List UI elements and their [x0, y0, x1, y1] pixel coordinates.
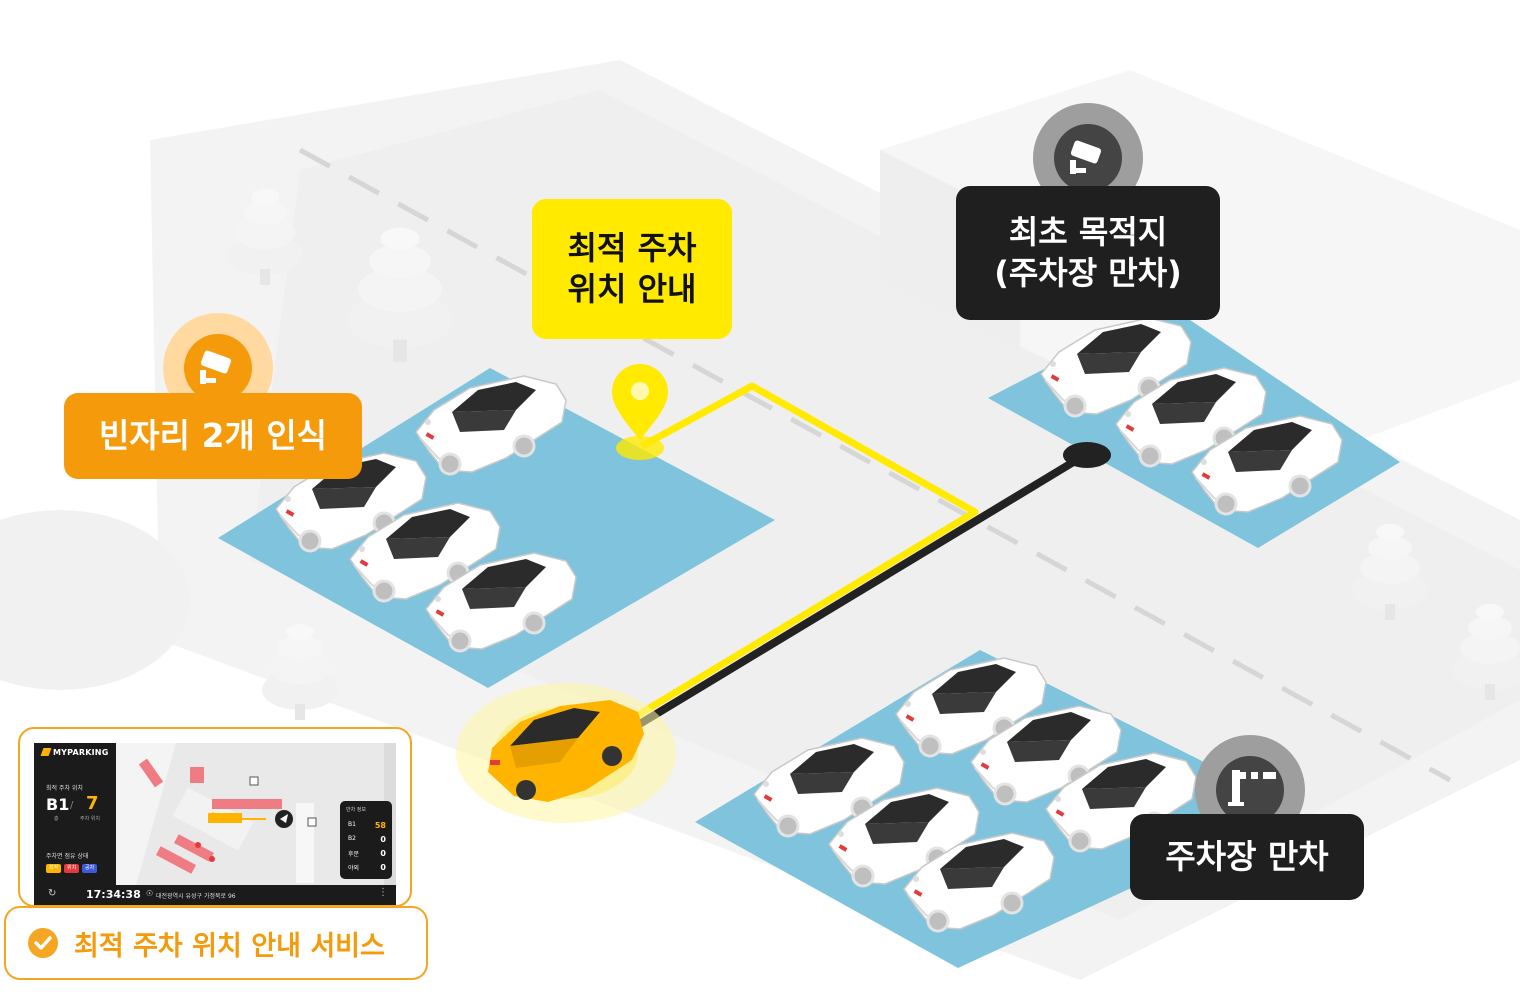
spot-value: 7	[86, 793, 99, 814]
refresh-icon[interactable]: ↻	[48, 888, 57, 899]
floor-value: B1	[46, 795, 70, 814]
optimal-section-label: 최적 주차 위치	[46, 785, 83, 792]
empty-spots-callout: 빈자리 2개 인식	[64, 393, 362, 479]
spot-caption: 주차 위치	[80, 816, 100, 822]
full-info-row: B1 58	[348, 821, 386, 830]
address-pin-icon: ☉	[146, 889, 154, 898]
app-bottom-bar: ↻ 17:34:38 ☉ 대전광역시 유성구 가정북로 96 ⋮	[34, 885, 396, 905]
app-preview-card: MYPARKING 최적 주차 위치 B1 / 7 층 주차 위치 주차면 점유…	[18, 727, 412, 907]
check-circle-icon	[28, 928, 58, 958]
roundabout	[0, 510, 190, 690]
taxi-car	[456, 683, 676, 823]
app-full-info-panel: 만차 정보 B1 58 B2 0 후문 0 야외 0	[340, 801, 392, 879]
full-info-floor: 야외	[348, 865, 360, 872]
optimal-callout-line2: 위치 안내	[567, 270, 697, 308]
floor-caption: 층	[54, 816, 59, 822]
lot-full-callout: 주차장 만차	[1130, 814, 1364, 900]
optimal-callout-line1: 최적 주차	[567, 229, 697, 268]
more-menu-icon[interactable]: ⋮	[378, 887, 388, 898]
full-info-value: 0	[380, 863, 386, 872]
destination-marker	[1063, 442, 1111, 468]
full-info-floor: 후문	[348, 851, 360, 858]
full-info-row: B2 0	[348, 835, 386, 844]
app-screen: MYPARKING 최적 주차 위치 B1 / 7 층 주차 위치 주차면 점유…	[34, 743, 396, 905]
chip-vacant: 공차	[82, 864, 98, 873]
destination-callout-line2: (주차장 만차)	[994, 254, 1182, 292]
app-address: 대전광역시 유성구 가정북로 96	[156, 893, 236, 900]
cctv-camera-icon	[1033, 103, 1143, 213]
destination-callout-line1: 최초 목적지	[1008, 213, 1168, 252]
service-label: 최적 주차 위치 안내 서비스	[74, 930, 385, 962]
full-info-value: 0	[380, 835, 386, 844]
empty-spots-label: 빈자리 2개 인식	[98, 415, 328, 455]
floor-spot-separator: /	[70, 800, 74, 811]
logo-mark-icon	[40, 748, 52, 756]
full-info-value: 58	[374, 821, 386, 830]
optimal-location-callout: 최적 주차 위치 안내	[532, 199, 732, 339]
app-logo-text: MYPARKING	[53, 748, 109, 757]
lot-full-label: 주차장 만차	[1165, 836, 1329, 876]
chip-danger: 위치	[64, 864, 80, 873]
original-route-dark	[634, 451, 1089, 729]
location-pin-icon	[612, 364, 668, 460]
full-info-row: 야외 0	[348, 863, 386, 872]
occupancy-section-label: 주차면 점유 상태	[46, 853, 89, 860]
parking-lot-bottom	[695, 650, 1300, 968]
app-floor-map	[116, 743, 396, 885]
full-info-floor: B1	[348, 821, 356, 828]
full-info-value: 0	[380, 849, 386, 858]
optimal-route-yellow	[636, 382, 979, 718]
app-logo: MYPARKING	[40, 748, 109, 757]
full-info-floor: B2	[348, 835, 356, 842]
destination-callout: 최초 목적지 (주차장 만차)	[956, 186, 1220, 320]
full-info-row: 후문 0	[348, 849, 386, 858]
service-label-card: 최적 주차 위치 안내 서비스	[4, 906, 428, 980]
app-sidebar: MYPARKING 최적 주차 위치 B1 / 7 층 주차 위치 주차면 점유…	[34, 743, 116, 885]
full-info-title: 만차 정보	[346, 807, 366, 813]
road-lane-dashes	[298, 147, 1452, 783]
app-clock: 17:34:38	[86, 888, 141, 901]
chip-optimal: 최적	[46, 864, 62, 873]
